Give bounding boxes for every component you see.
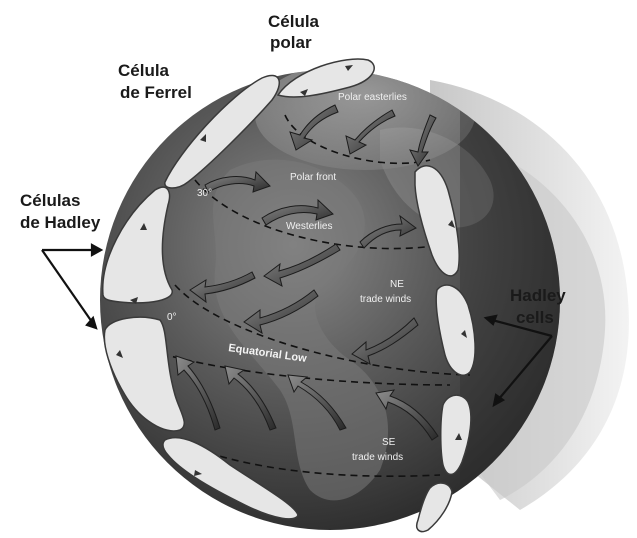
label-celulas-hadley-2: de Hadley [20, 213, 101, 232]
label-se-1: SE [382, 437, 396, 448]
label-polar-front: Polar front [290, 172, 336, 183]
label-celula-polar-2: polar [270, 33, 312, 52]
label-ne-1: NE [390, 279, 404, 290]
label-lat-30: 30° [197, 188, 212, 199]
label-hadley-cells-1: Hadley [510, 286, 566, 305]
label-celula-ferrel-1: Célula [118, 61, 170, 80]
label-hadley-cells-2: cells [516, 308, 554, 327]
label-celula-polar-1: Célula [268, 12, 320, 31]
label-celula-ferrel-2: de Ferrel [120, 83, 192, 102]
label-se-2: trade winds [352, 452, 403, 463]
label-polar-easterlies: Polar easterlies [338, 92, 407, 103]
label-celulas-hadley-1: Células [20, 191, 80, 210]
label-lat-0: 0° [167, 312, 177, 323]
label-ne-2: trade winds [360, 294, 411, 305]
label-westerlies: Westerlies [286, 221, 333, 232]
